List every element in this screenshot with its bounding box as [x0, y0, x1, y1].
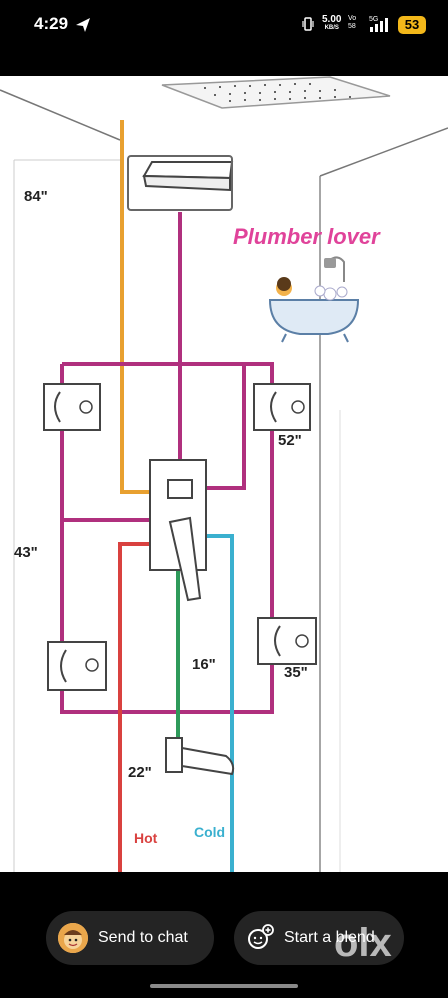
magenta-pipe-branch [206, 364, 246, 490]
network-speed-unit: KB/S [324, 25, 339, 31]
send-to-chat-label: Send to chat [98, 929, 188, 946]
wall-line [0, 89, 121, 141]
volte-sub: 58 [348, 23, 356, 30]
cold-pipe [205, 534, 234, 872]
signal-icon: 5G [369, 16, 388, 32]
network-speed-value: 5.00 [322, 14, 342, 25]
avatar [58, 923, 88, 953]
start-a-blend-button[interactable]: Start a blend [234, 911, 404, 965]
body-jet-bottom-left [47, 641, 107, 691]
volte-label: Vo [348, 15, 357, 22]
volte-indicator: Vo 58 [348, 15, 356, 31]
shower-rough-in-diagram [0, 76, 448, 872]
mixer-valve [149, 459, 207, 602]
body-jet-bottom-right [257, 617, 317, 665]
watermark-text: Plumber lover [233, 224, 380, 249]
rain-shower-head [161, 76, 391, 109]
body-jet-top-right [253, 383, 311, 431]
rain-shower-holes [204, 83, 351, 102]
waterfall-shower-head [127, 155, 234, 211]
start-a-blend-label: Start a blend [284, 929, 375, 946]
olx-logo: olx [334, 921, 392, 964]
measurement-84: 84" [24, 188, 48, 205]
blend-icon [248, 924, 274, 949]
measurement-52: 52" [278, 432, 302, 449]
measurement-35: 35" [284, 664, 308, 681]
tub-spout [165, 737, 235, 776]
network-speed: 5.00 KB/S [322, 15, 341, 33]
hot-pipe [118, 542, 150, 872]
measurement-43: 43" [14, 544, 38, 561]
status-time: 4:29 [34, 14, 69, 33]
measurement-16: 16" [192, 656, 216, 673]
home-indicator[interactable] [150, 984, 298, 988]
network-type: 5G [369, 16, 378, 23]
battery-indicator: 53 [398, 16, 426, 34]
avatar-face-icon [58, 923, 88, 953]
magenta-pipe-loop [60, 362, 274, 714]
plumbing-diagram-image: Plumber lover 84" 52" 43" 16" 35" 22" Ho… [0, 76, 448, 872]
bathtub-emoji [268, 256, 360, 343]
orange-pipe [120, 120, 152, 494]
olx-logo-text: olx [334, 921, 392, 964]
status-bar: 4:29 5.00 KB/S Vo 58 5G 53 [0, 0, 448, 52]
hot-label: Hot [134, 830, 158, 846]
navigation-arrow-icon [76, 18, 90, 32]
wall-line [319, 127, 448, 177]
cold-label: Cold [194, 824, 226, 840]
send-to-chat-button[interactable]: Send to chat [46, 911, 214, 965]
vibrate-icon [302, 17, 314, 31]
body-jet-top-left [43, 383, 101, 431]
measurement-22: 22" [128, 764, 152, 781]
